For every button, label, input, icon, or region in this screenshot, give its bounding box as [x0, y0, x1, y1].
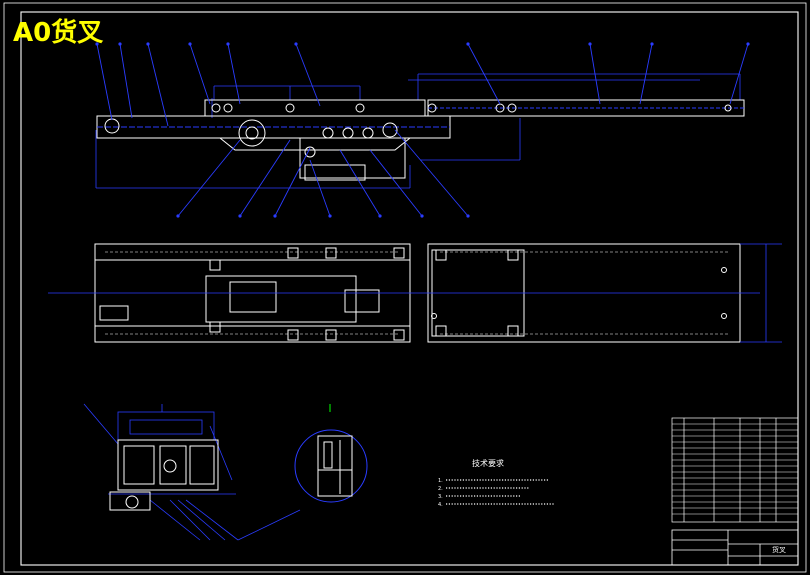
tech-requirements-heading: 技术要求 [472, 458, 504, 468]
front-view [95, 42, 750, 218]
side-view [83, 403, 301, 541]
parts-list-rows [672, 423, 798, 515]
tech-requirement-item: 2. [438, 486, 443, 492]
detail-view [294, 404, 368, 503]
top-view [48, 243, 782, 343]
tech-requirement-item: 3. [438, 494, 443, 500]
title-block [671, 529, 799, 566]
parts-list-table [671, 417, 799, 523]
tech-requirement-item: 1. [438, 478, 443, 484]
title-block-part-name: 货叉 [772, 545, 786, 554]
tech-requirement-item: 4. [438, 502, 443, 508]
tech-requirements: 技术要求 1. 2. 3. 4. [438, 458, 554, 508]
drawing-frame [3, 2, 807, 573]
drawing-title: A0货叉 [13, 17, 103, 48]
